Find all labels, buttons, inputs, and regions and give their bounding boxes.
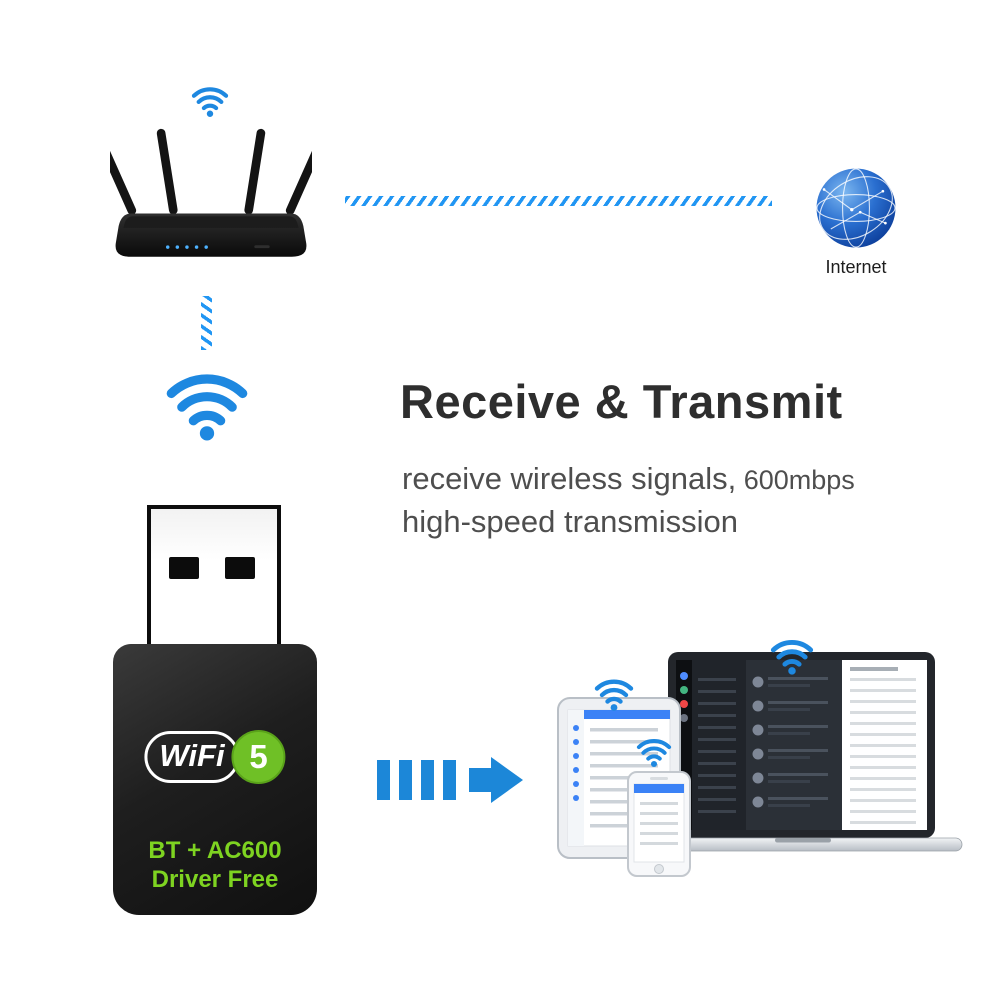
smartphone-icon <box>627 771 691 877</box>
subtitle-text: receive wireless signals, <box>402 461 737 496</box>
wifi5-badge: 5 <box>231 730 286 784</box>
adapter-feature-line1: BT + AC600 <box>148 837 282 865</box>
laptop-icon <box>644 652 963 852</box>
right-arrow-icon <box>377 757 523 803</box>
adapter-feature-line2: Driver Free <box>151 866 279 894</box>
wifi-logo-text: WiFi <box>144 731 240 783</box>
usb-wifi-adapter: WiFi 5 BT + AC600 Driver Free <box>113 644 317 915</box>
wifi-icon <box>166 374 248 441</box>
usb-connector <box>147 505 281 655</box>
internet-label: Internet <box>825 257 887 277</box>
router-internet-link-dashes <box>345 196 772 206</box>
subtitle: receive wireless signals, 600mbps high-s… <box>402 458 962 544</box>
signal-trail-dashes <box>201 296 212 350</box>
usb-slot <box>225 557 255 579</box>
subtitle-text-line2: high-speed transmission <box>402 503 739 539</box>
router-antennas <box>110 128 312 215</box>
internet-globe-icon <box>816 168 896 248</box>
connected-devices-illustration <box>557 632 963 877</box>
adapter-feature-text: BT + AC600 Driver Free <box>113 837 317 895</box>
router-leds <box>165 245 208 249</box>
router-icon <box>110 128 312 257</box>
usb-slot <box>169 557 199 579</box>
wifi5-logo: WiFi 5 <box>144 730 286 784</box>
wifi-icon <box>191 87 229 117</box>
page-title: Receive & Transmit <box>400 375 843 428</box>
speed-value: 600mbps <box>736 465 855 495</box>
